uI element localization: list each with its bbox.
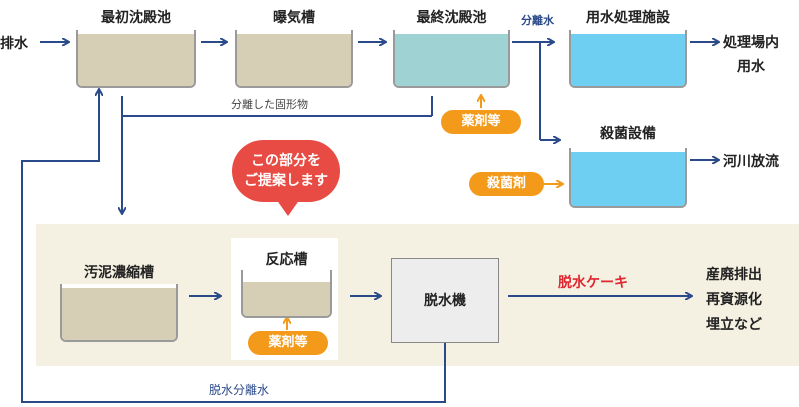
dewater-separated-water-label: 脱水分離水	[209, 383, 270, 397]
final-tank-label: 最終沈殿池	[416, 10, 487, 26]
sterilant-pill: 殺菌剤	[469, 172, 544, 196]
callout-line2: ご提案します	[244, 173, 328, 189]
river-discharge-label: 河川放流	[723, 154, 779, 170]
sludge-thickener-fill	[62, 288, 176, 340]
industrial-output-line1: 産廃排出	[706, 267, 762, 283]
line-dewater-return	[21, 90, 446, 403]
final-settling-tank	[393, 30, 510, 88]
water-facility-label: 用水処理施設	[586, 10, 670, 26]
sludge-thickener-label: 汚泥濃縮槽	[84, 265, 154, 281]
plant-water-line1: 処理場内	[723, 35, 779, 51]
reaction-tank-fill	[243, 282, 330, 316]
proposal-callout: この部分を ご提案します	[232, 140, 340, 202]
separated-solids-label: 分離した固形物	[231, 98, 308, 111]
primary-tank-fill	[78, 34, 194, 86]
industrial-output-line3: 埋立など	[706, 317, 762, 333]
aeration-tank-label: 曝気槽	[273, 10, 315, 26]
water-facility-fill	[571, 34, 685, 86]
wastewater-label: 排水	[0, 36, 28, 52]
callout-pointer	[276, 199, 300, 216]
industrial-output-line2: 再資源化	[706, 292, 762, 308]
final-tank-fill	[395, 34, 508, 86]
reaction-tank	[241, 270, 332, 318]
primary-tank-label: 最初沈殿池	[101, 10, 171, 26]
water-treatment-facility	[569, 30, 687, 88]
reaction-tank-label: 反応槽	[265, 252, 308, 268]
chemical-pill-reaction: 薬剤等	[248, 331, 328, 355]
aeration-tank-fill	[237, 34, 351, 86]
dewatering-machine-label: 脱水機	[424, 293, 466, 309]
sterilization-equipment	[569, 148, 687, 208]
callout-line1: この部分を	[251, 153, 321, 169]
sludge-thickener	[60, 284, 178, 342]
sterilization-label: 殺菌設備	[600, 126, 656, 142]
chemical-pill-final: 薬剤等	[441, 110, 521, 134]
dewatered-cake-label: 脱水ケーキ	[558, 275, 628, 291]
primary-settling-tank	[76, 30, 196, 88]
dewatering-machine: 脱水機	[391, 258, 499, 343]
sterilization-fill	[571, 152, 685, 206]
aeration-tank	[235, 30, 353, 88]
plant-water-line2: 用水	[737, 59, 765, 75]
separated-water-label: 分離水	[521, 14, 554, 27]
